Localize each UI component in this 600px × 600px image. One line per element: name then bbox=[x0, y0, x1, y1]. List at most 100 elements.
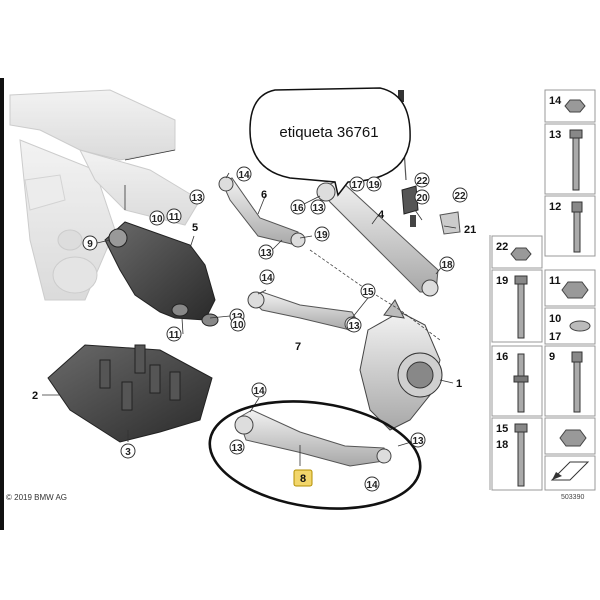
callout-13d: 13 bbox=[346, 317, 362, 333]
svg-text:9: 9 bbox=[549, 351, 555, 363]
label-4: 4 bbox=[378, 209, 385, 221]
svg-text:19: 19 bbox=[368, 180, 380, 191]
panel-cell-20 bbox=[545, 258, 595, 268]
svg-text:11: 11 bbox=[169, 330, 180, 341]
parts-panel: 14 13 12 22 19 bbox=[489, 89, 596, 501]
callout-14d: 14 bbox=[364, 476, 380, 492]
svg-text:10: 10 bbox=[151, 214, 163, 225]
svg-text:13: 13 bbox=[191, 193, 203, 204]
svg-text:17: 17 bbox=[549, 331, 561, 343]
svg-text:10: 10 bbox=[549, 313, 561, 325]
panel-cell-16: 16 bbox=[491, 345, 543, 417]
callout-10: 10 bbox=[149, 210, 165, 226]
svg-text:22: 22 bbox=[416, 176, 428, 187]
callout-13a: 13 bbox=[189, 189, 205, 205]
panel-cell-arrow bbox=[544, 455, 596, 491]
callout-13b: 13 bbox=[258, 244, 274, 260]
bubble-text: etiqueta 36761 bbox=[279, 124, 378, 141]
part-2-shield bbox=[47, 344, 213, 443]
callout-11b: 11 bbox=[166, 326, 182, 342]
highlight-ellipse bbox=[208, 400, 422, 510]
part-6-upper-arm bbox=[218, 176, 306, 248]
callout-20: 20 bbox=[414, 189, 430, 205]
svg-text:11: 11 bbox=[549, 275, 561, 287]
svg-text:13: 13 bbox=[348, 321, 360, 332]
panel-cell-13: 13 bbox=[544, 123, 596, 195]
label-1: 1 bbox=[456, 378, 462, 390]
callout-13c: 13 bbox=[310, 199, 326, 215]
part-5-control-arm bbox=[104, 221, 219, 327]
svg-text:18: 18 bbox=[441, 260, 453, 271]
speech-bubble: etiqueta 36761 bbox=[249, 87, 411, 197]
svg-text:14: 14 bbox=[366, 480, 378, 491]
svg-text:11: 11 bbox=[169, 212, 180, 223]
copyright: © 2019 BMW AG bbox=[6, 493, 67, 502]
callout-13f: 13 bbox=[410, 432, 426, 448]
left-border bbox=[0, 78, 4, 530]
svg-text:14: 14 bbox=[238, 170, 250, 181]
panel-cell-10-17: 10 17 bbox=[544, 307, 596, 345]
callout-15: 15 bbox=[360, 283, 376, 299]
callout-22b: 22 bbox=[452, 187, 468, 203]
svg-text:3: 3 bbox=[125, 447, 131, 458]
svg-text:13: 13 bbox=[312, 203, 324, 214]
panel-cell-19: 19 bbox=[491, 269, 543, 343]
panel-cell-14: 14 bbox=[544, 89, 596, 123]
svg-text:9: 9 bbox=[87, 239, 93, 250]
part-1-wheel-carrier bbox=[359, 299, 443, 431]
svg-text:20: 20 bbox=[416, 193, 428, 204]
svg-text:22: 22 bbox=[454, 191, 466, 202]
callout-14c: 14 bbox=[251, 382, 267, 398]
svg-text:14: 14 bbox=[261, 273, 273, 284]
leader-dashed bbox=[309, 249, 441, 341]
part-8-lower-arm bbox=[234, 409, 392, 467]
label-21: 21 bbox=[464, 224, 476, 236]
panel-cell-9: 9 bbox=[544, 345, 596, 417]
callout-18: 18 bbox=[439, 256, 455, 272]
callout-11: 11 bbox=[166, 208, 182, 224]
panel-cell-15-18: 15 18 bbox=[491, 417, 543, 491]
callout-19a: 19 bbox=[314, 226, 330, 242]
part-numbers: 5 6 4 21 7 1 2 8 bbox=[32, 189, 476, 487]
label-8: 8 bbox=[300, 473, 306, 485]
svg-text:14: 14 bbox=[253, 386, 265, 397]
callout-9: 9 bbox=[82, 235, 98, 251]
label-8-highlight bbox=[293, 469, 313, 487]
svg-text:13: 13 bbox=[412, 436, 424, 447]
callout-17a: 17 bbox=[349, 176, 365, 192]
callout-13e: 13 bbox=[229, 439, 245, 455]
svg-text:19: 19 bbox=[496, 275, 508, 287]
diagram-code: 503390 bbox=[561, 494, 584, 501]
label-2: 2 bbox=[32, 390, 38, 402]
label-6: 6 bbox=[261, 189, 267, 201]
panel-cell-12: 12 bbox=[544, 195, 596, 257]
callout-14a: 14 bbox=[236, 166, 252, 182]
callout-16a: 16 bbox=[290, 199, 306, 215]
svg-text:16: 16 bbox=[292, 203, 304, 214]
leader-lines bbox=[42, 149, 457, 466]
svg-text:15: 15 bbox=[496, 423, 508, 435]
label-7: 7 bbox=[295, 341, 301, 353]
svg-text:13: 13 bbox=[231, 443, 243, 454]
svg-text:14: 14 bbox=[549, 95, 562, 107]
callout-22a: 22 bbox=[414, 172, 430, 188]
panel-cell-nut bbox=[544, 417, 596, 455]
callout-14b: 14 bbox=[259, 269, 275, 285]
callout-10b: 10 bbox=[230, 316, 246, 332]
subframe-illustration bbox=[9, 89, 201, 301]
svg-text:12: 12 bbox=[549, 201, 561, 213]
callouts: 9 10 11 12 11 10 13 14 13 19 16 13 17 19… bbox=[82, 166, 468, 492]
panel-cell-11: 11 bbox=[544, 269, 596, 307]
part-7-camber-link bbox=[247, 291, 360, 332]
svg-text:17: 17 bbox=[351, 180, 363, 191]
label-5: 5 bbox=[192, 222, 198, 234]
svg-text:18: 18 bbox=[496, 439, 508, 451]
svg-text:22: 22 bbox=[496, 241, 508, 253]
svg-text:13: 13 bbox=[260, 248, 272, 259]
svg-text:10: 10 bbox=[232, 320, 244, 331]
svg-text:13: 13 bbox=[549, 129, 561, 141]
svg-text:19: 19 bbox=[316, 230, 328, 241]
callout-19b: 19 bbox=[366, 176, 382, 192]
callout-3: 3 bbox=[120, 443, 136, 459]
